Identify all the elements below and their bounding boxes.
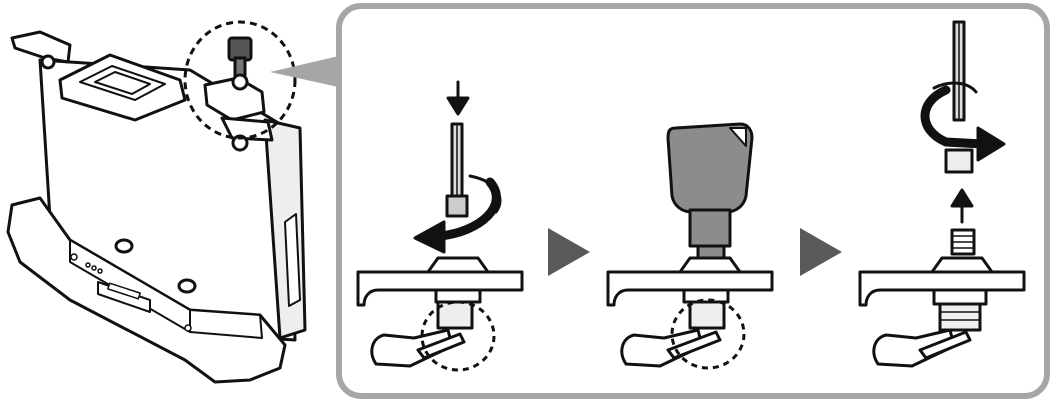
step-arrow-1: [548, 228, 590, 276]
step-2-callout-circle: [670, 298, 746, 370]
callout-pointer: [270, 55, 343, 88]
callout-circle: [183, 20, 297, 140]
step-arrow-2: [800, 228, 842, 276]
docking-cradle-illustration: [6, 30, 307, 384]
step-1-insert-and-turn-key: [356, 80, 524, 368]
step-3-lift-out-lock-cylinder: [858, 20, 1026, 368]
step-2-key-engaged-in-lock: [606, 122, 774, 368]
step-1-callout-circle: [420, 300, 496, 372]
